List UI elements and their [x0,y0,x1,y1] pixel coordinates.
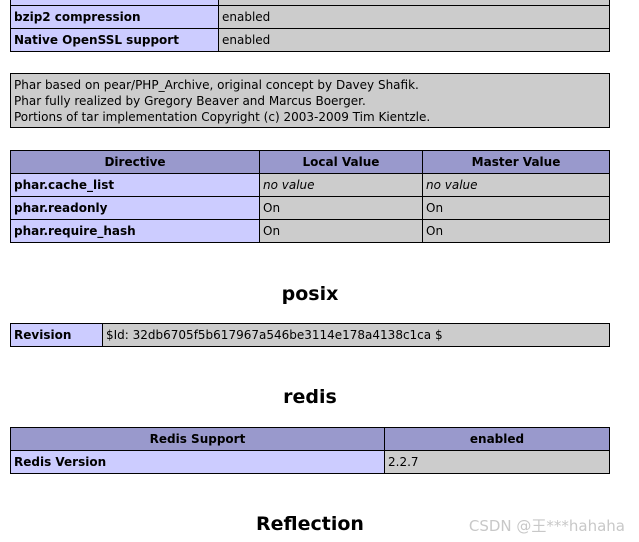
row-value: enabled [218,5,610,29]
header-enabled: enabled [384,427,610,451]
header-local: Local Value [259,150,423,174]
row-name: bzip2 compression [10,5,219,29]
master-value: no value [422,173,610,197]
directive-name: phar.readonly [10,196,260,220]
row-name: Redis Version [10,450,385,474]
master-value-text: no value [426,178,478,192]
watermark: CSDN @王***hahaha [468,517,625,535]
master-value: On [422,196,610,220]
row-value: enabled [218,28,610,52]
row-name: Revision [10,323,103,347]
section-title-posix: posix [281,283,339,305]
row-value: $Id: 32db6705f5b617967a546be3114e178a413… [102,323,610,347]
local-value-text: no value [263,178,315,192]
header-redis-support: Redis Support [10,427,385,451]
master-value: On [422,219,610,243]
row-value: 2.2.7 [384,450,610,474]
directive-name: phar.require_hash [10,219,260,243]
credit-line: Phar based on pear/PHP_Archive, original… [14,78,419,92]
credit-line: Phar fully realized by Gregory Beaver an… [14,94,366,108]
header-master: Master Value [422,150,610,174]
local-value: On [259,196,423,220]
local-value: no value [259,173,423,197]
credit-line: Portions of tar implementation Copyright… [14,110,431,124]
row-name: Native OpenSSL support [10,28,219,52]
section-title-redis: redis [283,386,337,408]
section-title-reflection: Reflection [256,513,364,535]
posix-table: Revision$Id: 32db6705f5b617967a546be3114… [10,323,610,347]
header-directive: Directive [10,150,260,174]
directive-name: phar.cache_list [10,173,260,197]
phar-credits: Phar based on pear/PHP_Archive, original… [10,73,610,128]
table-row: Revision$Id: 32db6705f5b617967a546be3114… [10,323,610,347]
local-value: On [259,219,423,243]
